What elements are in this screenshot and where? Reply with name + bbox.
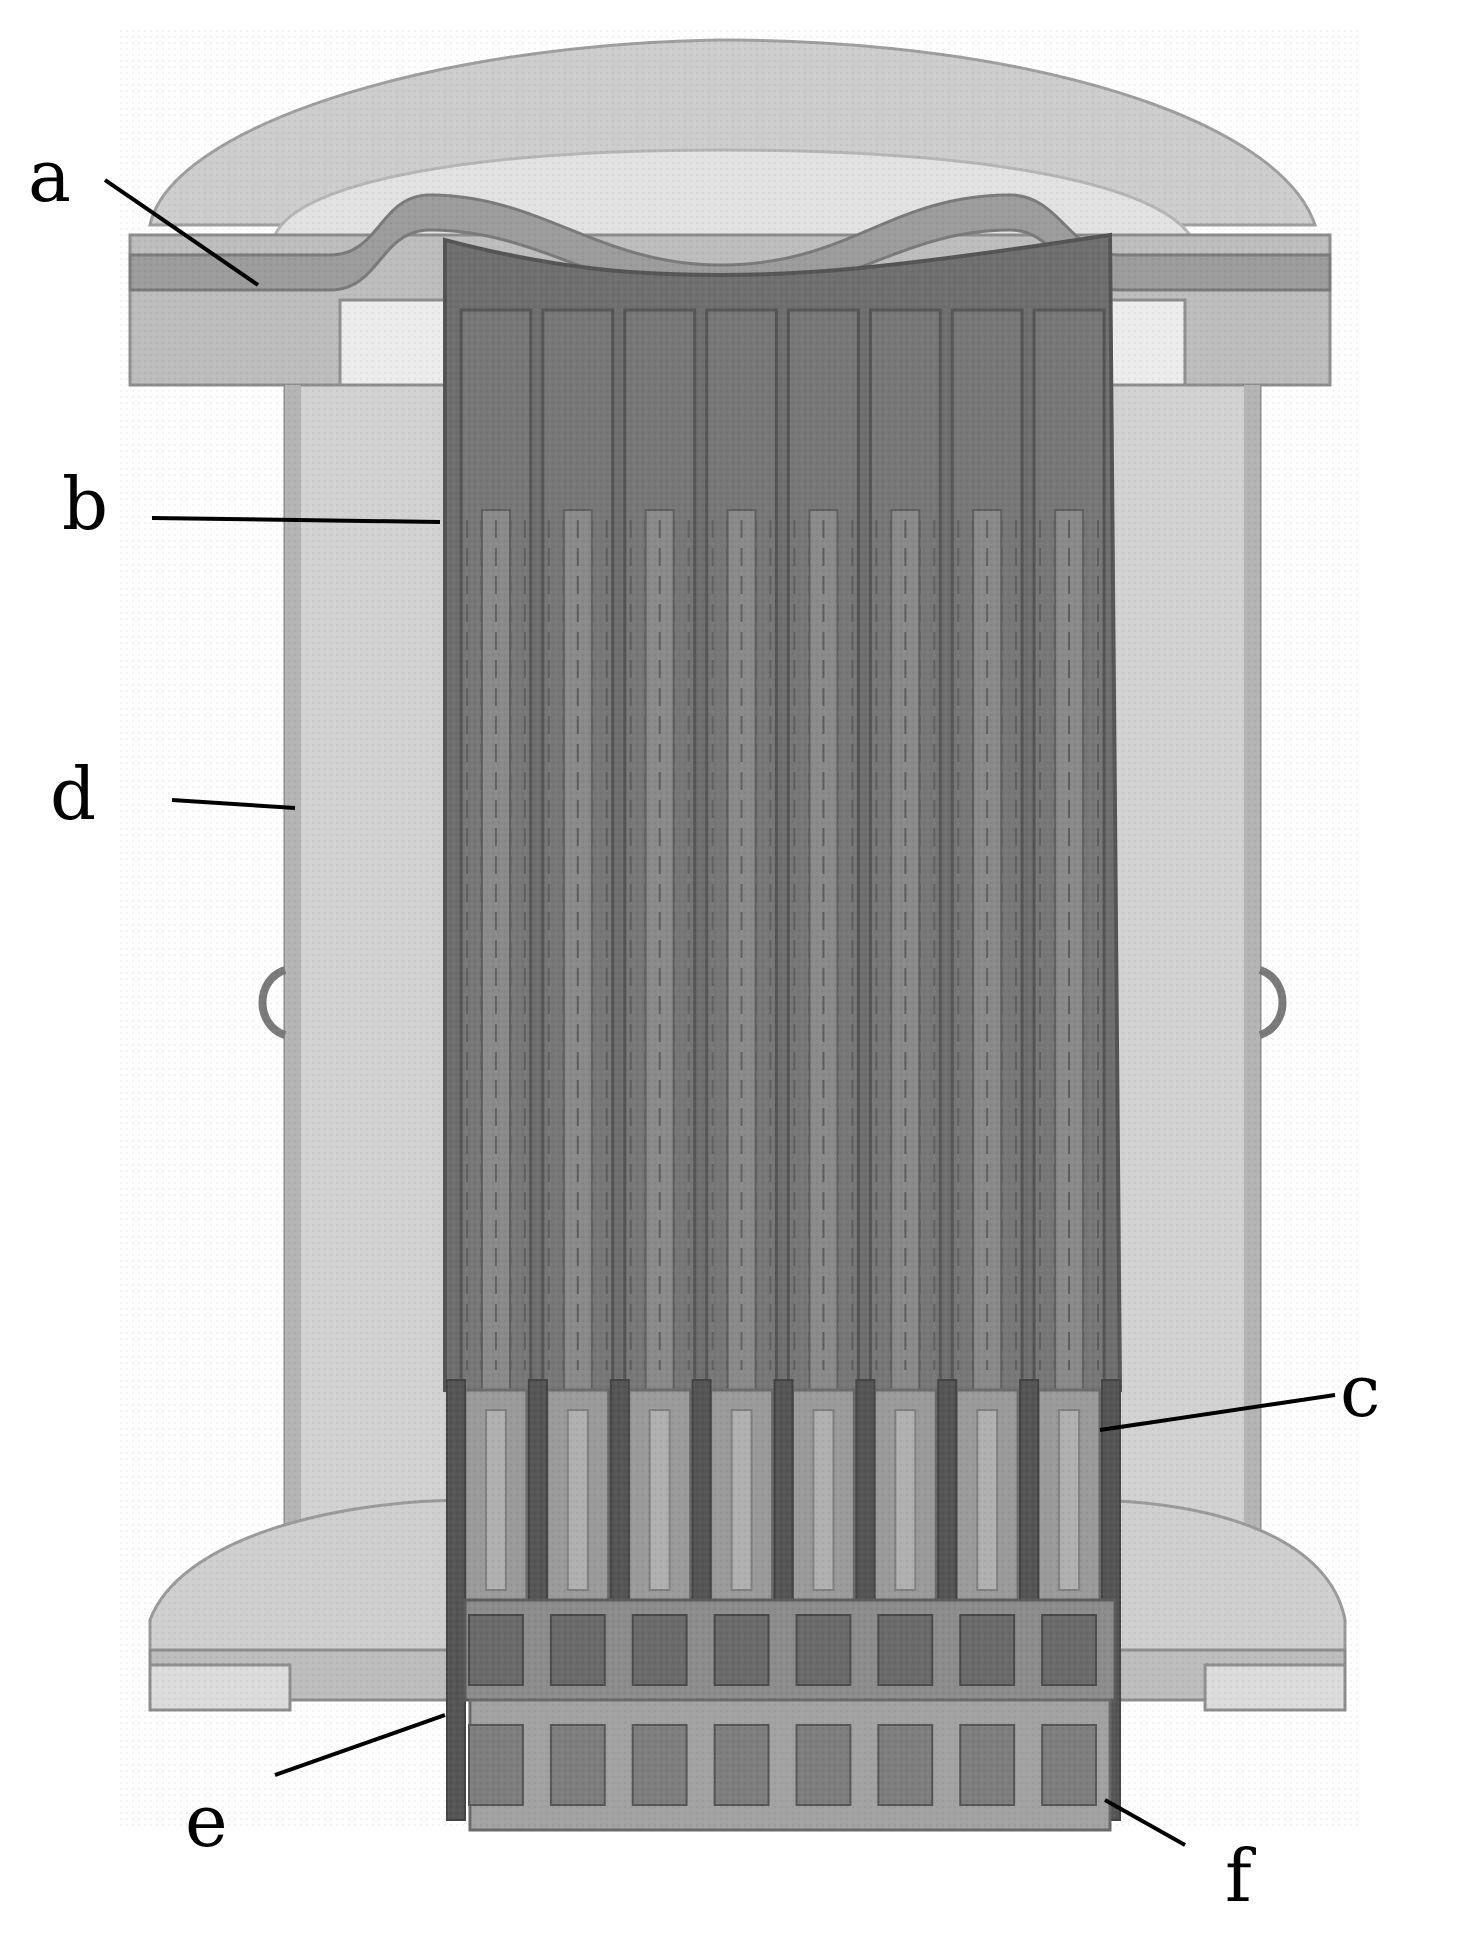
bottom-nozzle (1041, 1724, 1097, 1806)
leader-line-b (151, 516, 441, 524)
lower-plenum-insert (648, 1409, 671, 1591)
support-socket (468, 1614, 524, 1686)
support-socket (713, 1614, 770, 1686)
bottom-nozzle (713, 1724, 770, 1806)
lower-plenum-insert (812, 1409, 835, 1591)
base-block-left (148, 1663, 292, 1712)
lower-plenum-insert (484, 1409, 507, 1591)
bottom-nozzle (959, 1724, 1016, 1806)
left-shell (283, 383, 467, 1617)
support-socket (959, 1614, 1016, 1686)
leader-line-d (171, 798, 296, 810)
leader-line-a (103, 178, 260, 287)
lower-plenum-insert (566, 1409, 589, 1591)
bottom-nozzle (795, 1724, 852, 1806)
right-hook (1258, 966, 1287, 1039)
guide-tube (446, 1379, 466, 1821)
bottom-nozzle (468, 1724, 524, 1806)
leader-line-c (1099, 1393, 1336, 1432)
leader-line-f (1104, 1798, 1186, 1847)
label-c: c (1340, 1349, 1381, 1433)
bottom-nozzle (549, 1724, 606, 1806)
bottom-nozzle (631, 1724, 688, 1806)
label-d: d (50, 752, 97, 836)
support-socket (795, 1614, 852, 1686)
right-shell-liner (1244, 385, 1260, 1615)
lower-plenum-insert (894, 1409, 917, 1591)
lower-plenum-insert (730, 1409, 753, 1591)
label-f: f (1225, 1834, 1252, 1918)
leader-line-e (274, 1713, 446, 1777)
support-socket (1041, 1614, 1097, 1686)
label-a: a (28, 134, 71, 218)
support-socket (631, 1614, 688, 1686)
support-socket (549, 1614, 606, 1686)
support-socket (877, 1614, 934, 1686)
lower-plenum-insert (1058, 1409, 1081, 1591)
core-assembly (443, 232, 1123, 1832)
lower-plenum-insert (976, 1409, 999, 1591)
left-shell-liner (285, 385, 301, 1615)
label-e: e (185, 1779, 228, 1863)
label-b: b (62, 462, 109, 546)
bottom-nozzle (877, 1724, 934, 1806)
base-block-right (1203, 1663, 1347, 1712)
left-hook (258, 966, 287, 1039)
